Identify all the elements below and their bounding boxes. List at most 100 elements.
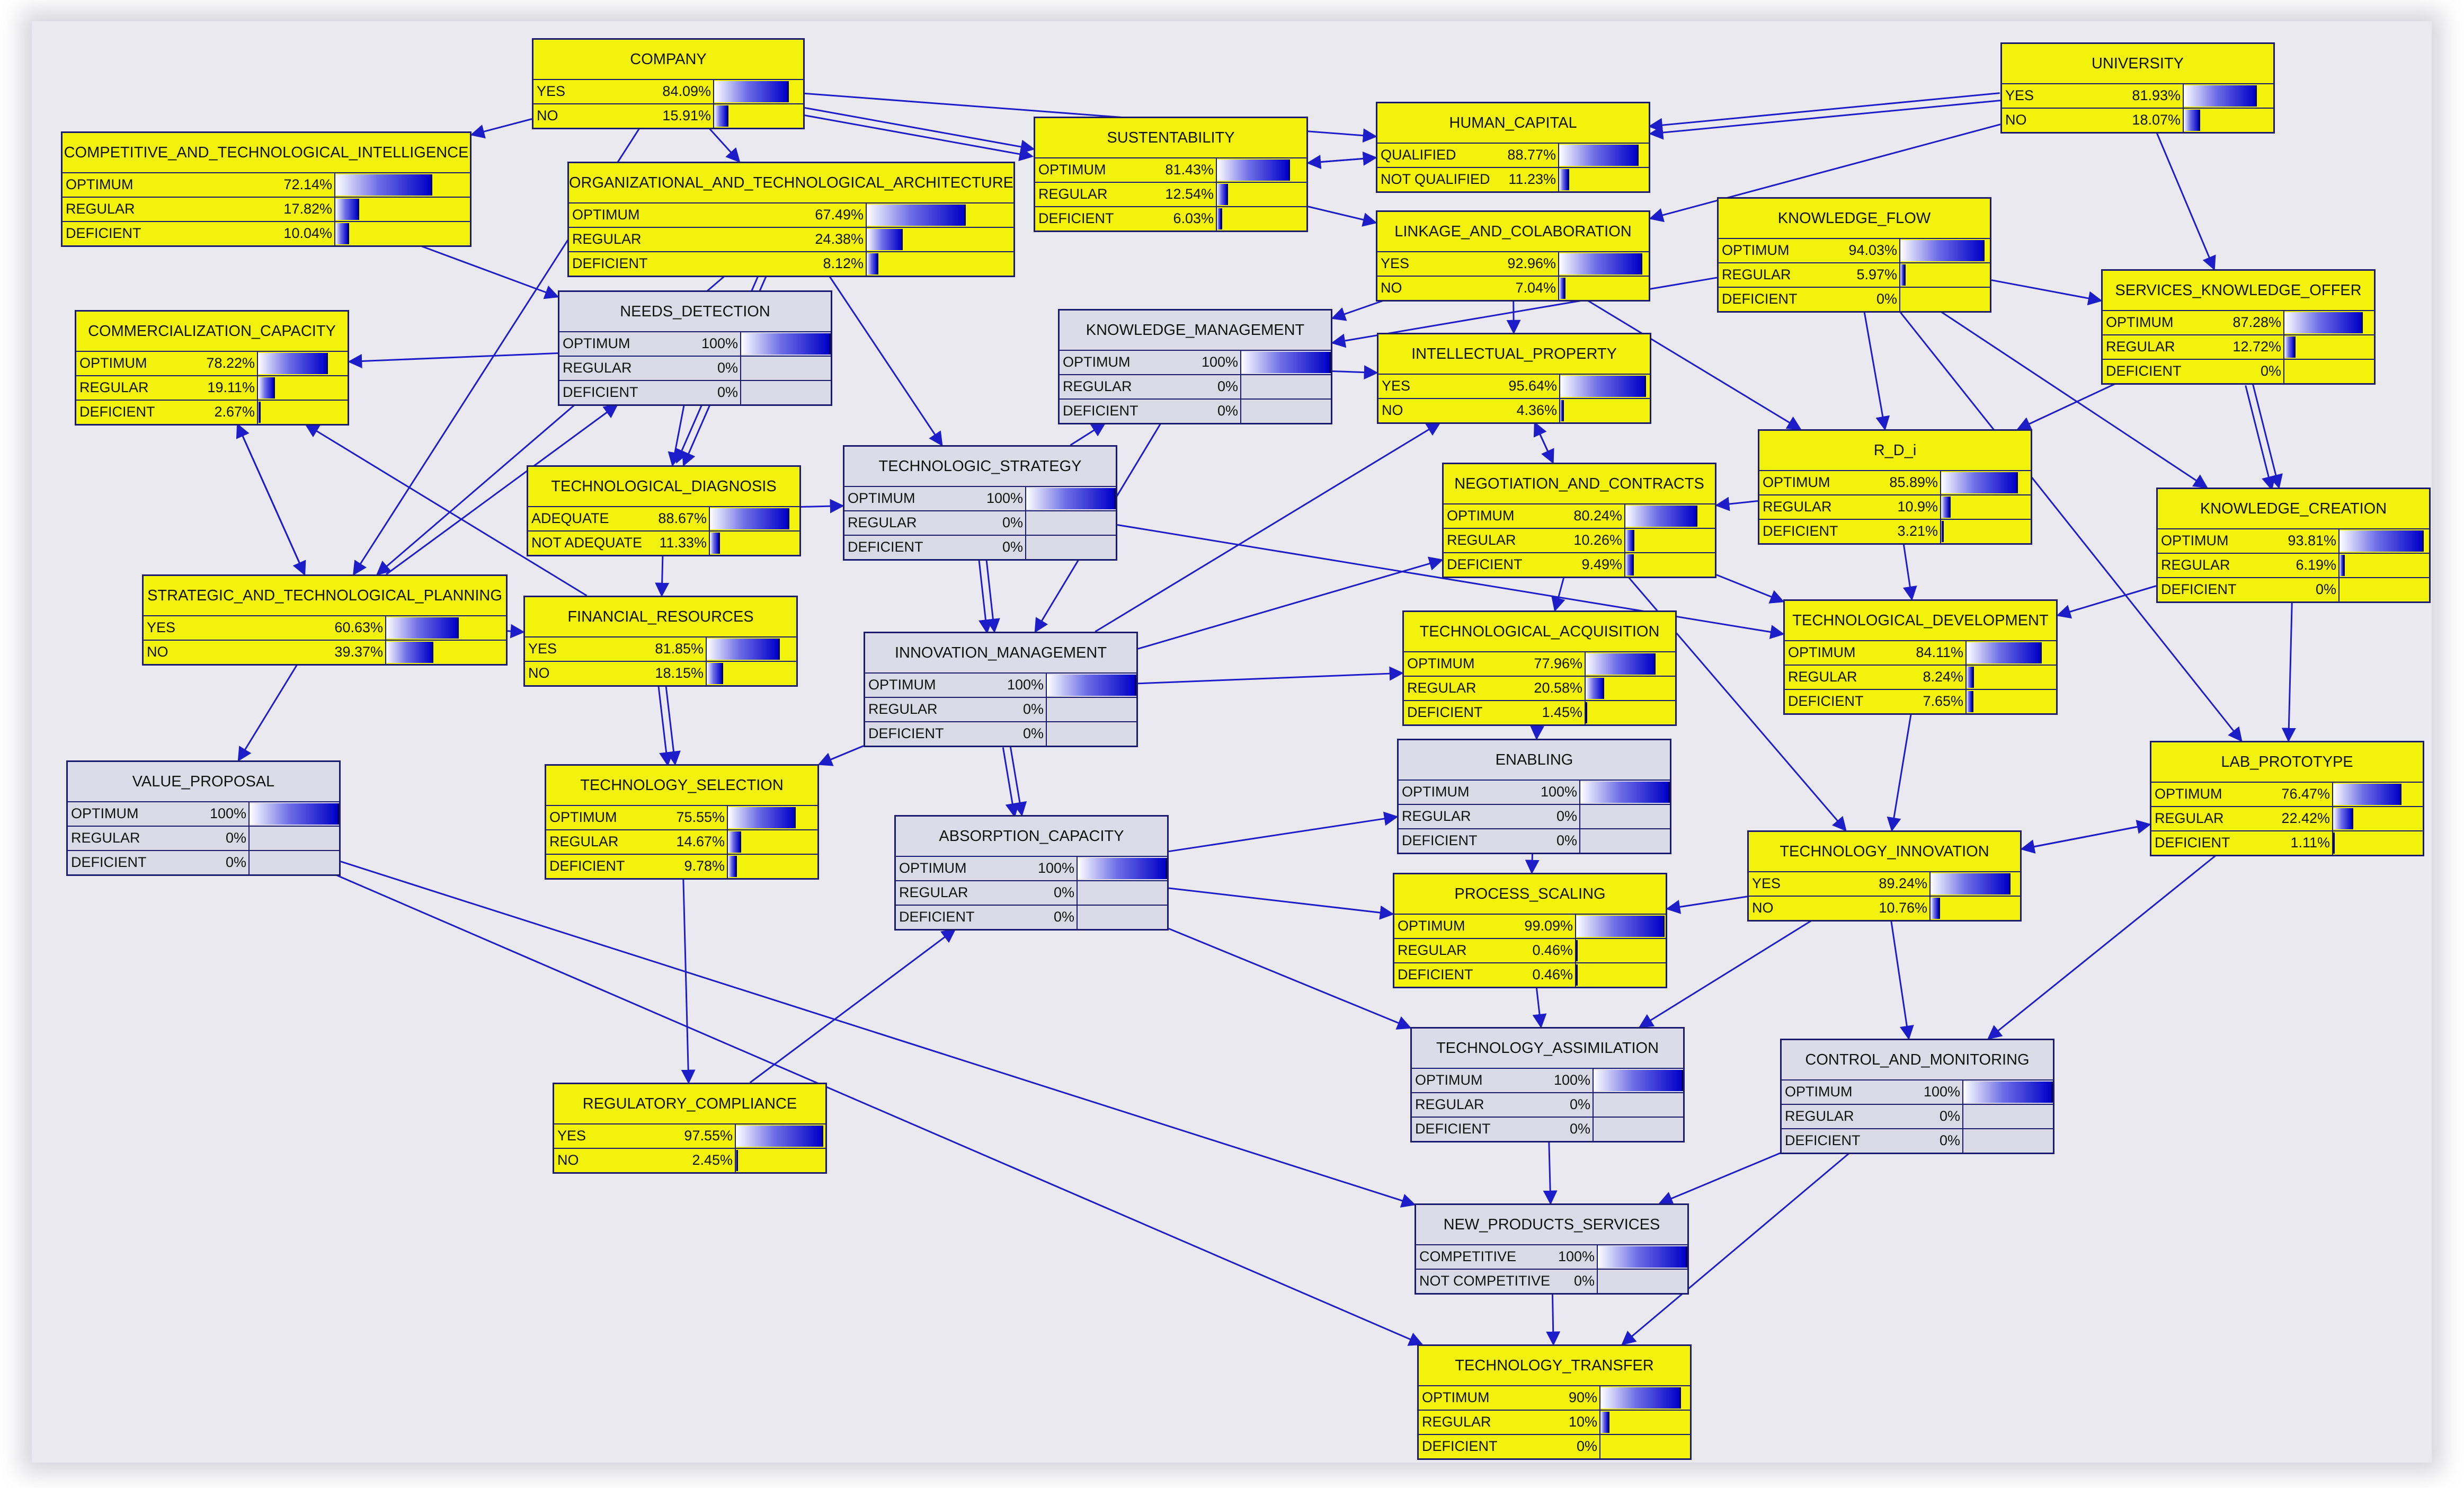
state-label: YES bbox=[557, 1128, 586, 1144]
state-probability: 7.04% bbox=[1515, 280, 1556, 296]
state-label: DEFICIENT bbox=[79, 404, 155, 420]
probability-bar-track bbox=[2338, 578, 2429, 601]
state-probability: 20.58% bbox=[1534, 680, 1582, 696]
probability-bar bbox=[1941, 472, 2018, 493]
probability-bar bbox=[1625, 506, 1697, 527]
probability-bar-track bbox=[334, 222, 470, 245]
state-label: OPTIMUM bbox=[563, 335, 630, 351]
node-title: ORGANIZATIONAL_AND_TECHNOLOGICAL_ARCHITE… bbox=[569, 163, 1013, 203]
state-probability: 11.23% bbox=[1508, 171, 1556, 187]
node-title: SUSTENTABILITY bbox=[1035, 118, 1306, 158]
probability-bar bbox=[1941, 497, 1951, 518]
state-probability: 0% bbox=[2260, 363, 2281, 379]
probability-bar bbox=[1900, 264, 1906, 286]
state-probability: 0% bbox=[1053, 884, 1074, 900]
node-title: KNOWLEDGE_MANAGEMENT bbox=[1060, 311, 1331, 351]
state-probability: 88.77% bbox=[1507, 147, 1556, 163]
probability-bar bbox=[1078, 858, 1167, 879]
state-label: REGULAR bbox=[549, 834, 619, 849]
state-label: OPTIMUM bbox=[1422, 1389, 1490, 1405]
probability-bar-track bbox=[1585, 701, 1675, 724]
state-probability: 6.19% bbox=[2296, 557, 2336, 573]
node-title: FINANCIAL_RESOURCES bbox=[525, 597, 796, 637]
node-cti[interactable]: COMPETITIVE_AND_TECHNOLOGICAL_INTELLIGEN… bbox=[61, 131, 472, 247]
probability-bar-track bbox=[1593, 1118, 1683, 1141]
probability-bar-track bbox=[1240, 375, 1331, 398]
state-probability: 81.85% bbox=[655, 641, 704, 657]
probability-bar-track bbox=[1599, 1411, 1690, 1434]
probability-bar bbox=[714, 81, 789, 102]
probability-bar-track bbox=[1962, 1080, 2053, 1104]
node-title: TECHNOLOGIC_STRATEGY bbox=[844, 447, 1116, 487]
probability-bar bbox=[1241, 352, 1331, 373]
node-ota[interactable]: ORGANIZATIONAL_AND_TECHNOLOGICAL_ARCHITE… bbox=[567, 162, 1015, 277]
probability-bar bbox=[728, 856, 737, 877]
state-probability: 100% bbox=[1923, 1084, 1960, 1100]
probability-bar bbox=[710, 508, 789, 529]
node-title: UNIVERSITY bbox=[2002, 44, 2273, 84]
probability-bar-track bbox=[1579, 805, 1670, 828]
state-label: OPTIMUM bbox=[66, 176, 134, 192]
state-label: OPTIMUM bbox=[549, 809, 617, 825]
node-title: NEGOTIATION_AND_CONTRACTS bbox=[1444, 464, 1715, 504]
state-probability: 0.46% bbox=[1532, 942, 1573, 958]
node-title: SERVICES_KNOWLEDGE_OFFER bbox=[2103, 271, 2374, 311]
probability-bar-track bbox=[1579, 781, 1670, 804]
probability-bar-track bbox=[1046, 698, 1136, 721]
probability-bar bbox=[1625, 554, 1634, 575]
probability-bar bbox=[1586, 678, 1604, 699]
probability-bar-track bbox=[1077, 857, 1167, 880]
